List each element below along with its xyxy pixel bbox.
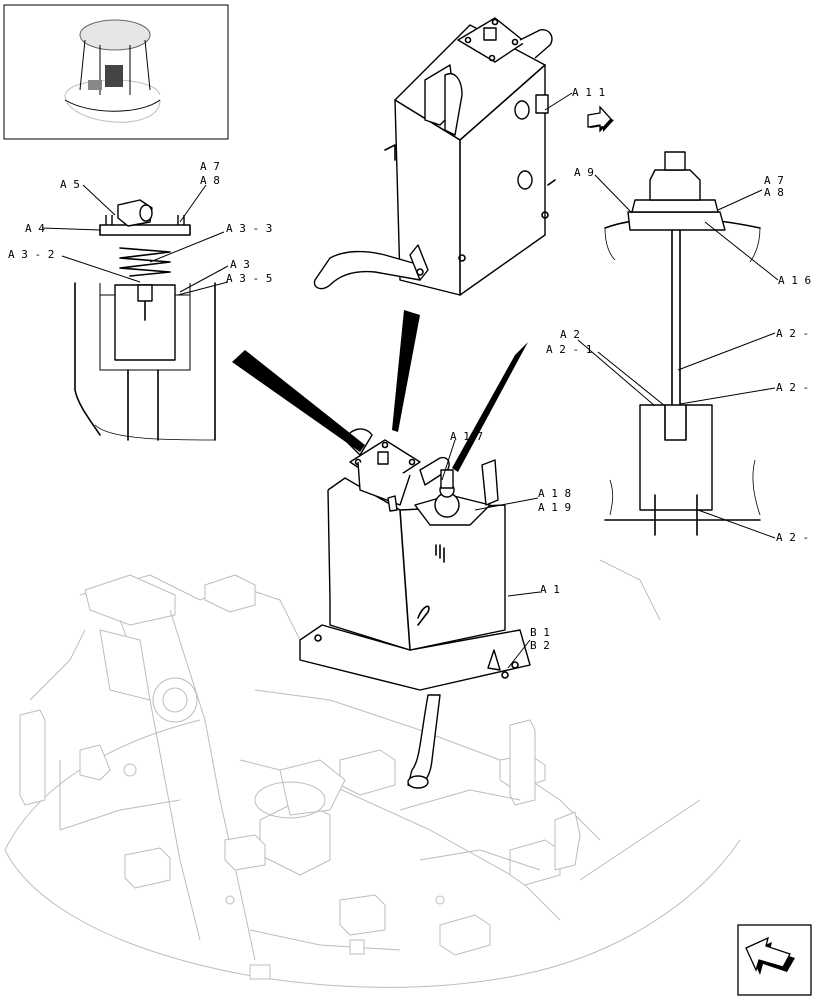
direction-arrow-icon (587, 105, 614, 133)
callout-a19: A 1 9 (538, 501, 571, 514)
callout-a3-3: A 3 - 3 (226, 222, 272, 235)
callout-a3-2: A 3 - 2 (8, 248, 54, 261)
callout-labels: A 5 A 7 A 8 A 4 A 3 - 3 A 3 - 2 A 3 A 3 … (8, 86, 811, 652)
projection-wedges (232, 310, 528, 472)
callout-a2-right-2: A 2 - (776, 381, 809, 394)
callout-b2: B 2 (530, 639, 550, 652)
callout-a2-right-1: A 2 - (776, 327, 809, 340)
tank-assembly-view (313, 17, 556, 296)
callout-a1: A 1 (540, 583, 560, 596)
callout-a11: A 1 1 (572, 86, 605, 99)
callout-a2: A 2 (560, 328, 580, 341)
leader-lines (41, 92, 779, 669)
callout-a9: A 9 (574, 166, 594, 179)
callout-a4: A 4 (25, 222, 45, 235)
callout-a3-5: A 3 - 5 (226, 272, 272, 285)
callout-a16: A 1 6 (778, 274, 811, 287)
callout-a3: A 3 (230, 258, 250, 271)
sender-detail-view (604, 151, 761, 536)
callout-b1: B 1 (530, 626, 550, 639)
navigation-arrow-icon[interactable] (737, 924, 812, 996)
callout-a17: A 1 7 (450, 430, 483, 443)
callout-a7-left: A 7 (200, 160, 220, 173)
machine-frame (4, 559, 741, 988)
fuel-tank-main (299, 428, 531, 789)
callout-a7-right: A 7 (764, 174, 784, 187)
cap-detail-view (74, 199, 216, 441)
callout-a18: A 1 8 (538, 487, 571, 500)
callout-a2-right-3: A 2 - (776, 531, 809, 544)
machine-thumbnail (3, 4, 229, 140)
callout-a5: A 5 (60, 178, 80, 191)
callout-a8-left: A 8 (200, 174, 220, 187)
callout-a8-right: A 8 (764, 186, 784, 199)
callout-a2-1: A 2 - 1 (546, 343, 592, 356)
